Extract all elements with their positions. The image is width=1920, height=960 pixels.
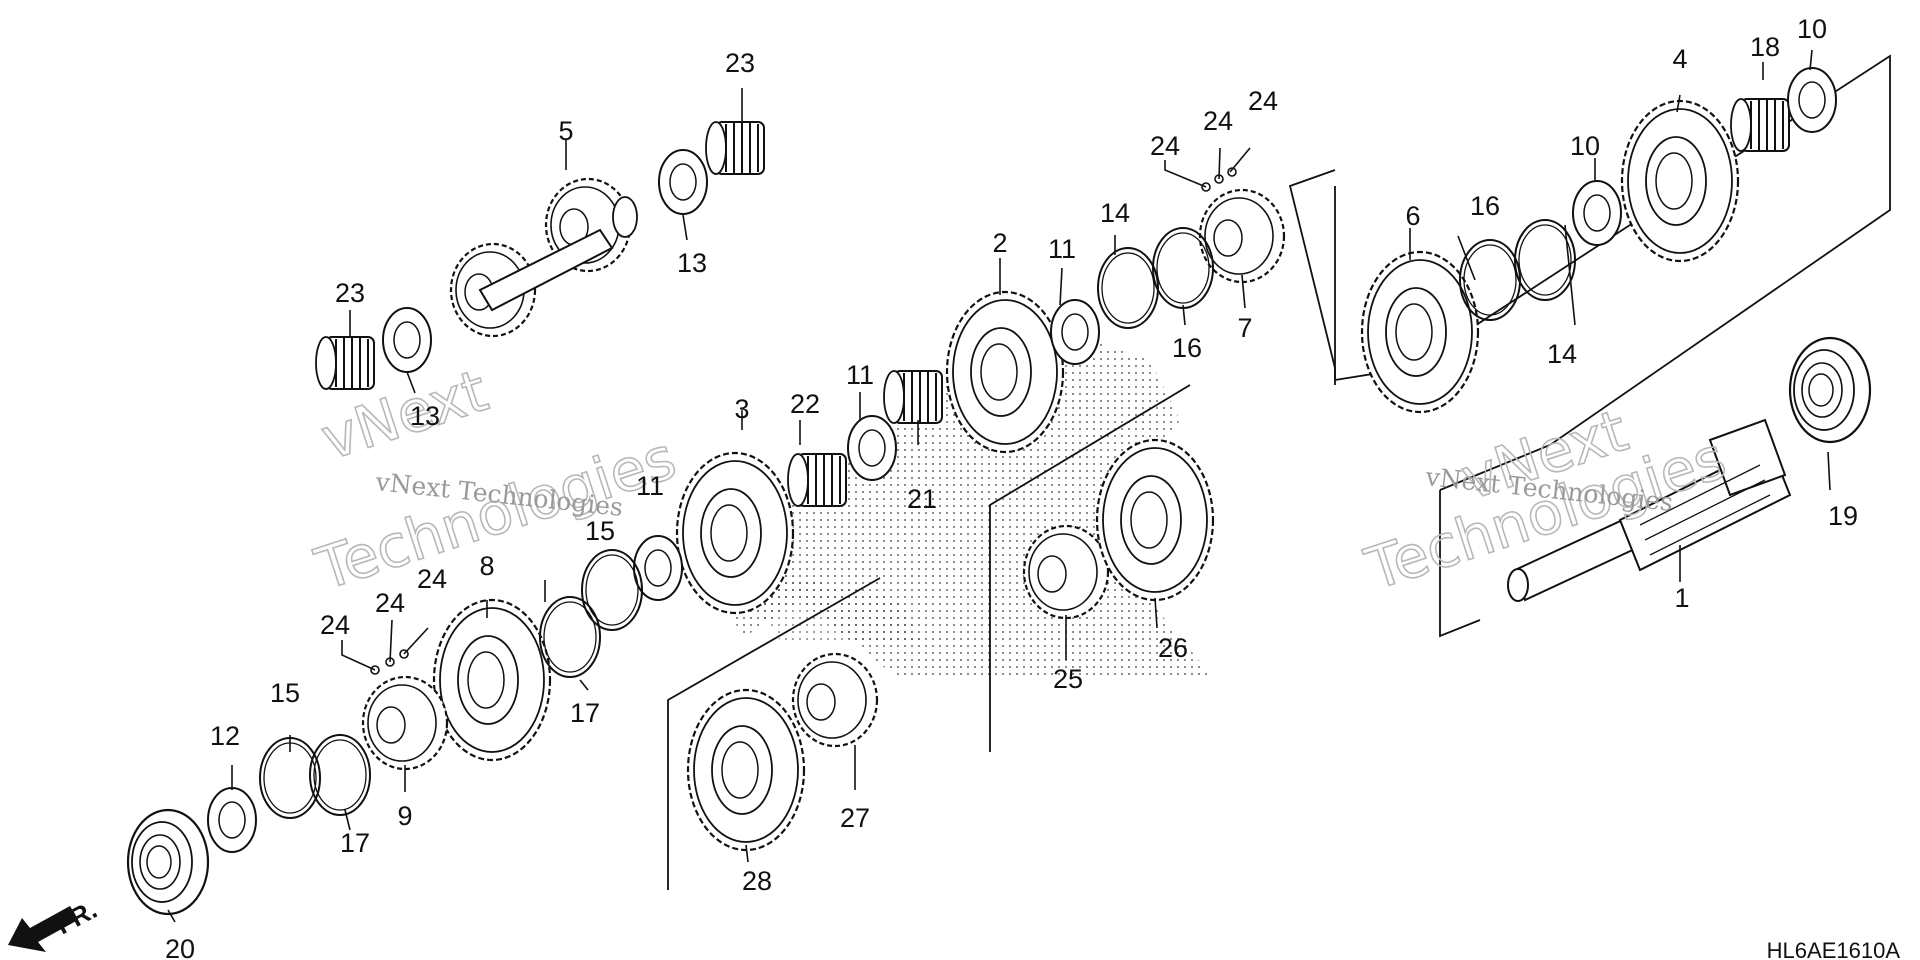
washer-10b xyxy=(1572,180,1622,246)
callout-4: 4 xyxy=(1672,44,1687,74)
callout-5: 5 xyxy=(558,116,573,146)
callout-1: 1 xyxy=(1674,583,1689,613)
callout-24f: 24 xyxy=(417,564,447,594)
gear-27 xyxy=(791,652,879,748)
washer-11a xyxy=(1050,299,1100,365)
ring-14a xyxy=(1097,247,1159,329)
callout-20: 20 xyxy=(165,934,195,960)
callout-11a: 11 xyxy=(1048,234,1076,264)
callout-14b: 14 xyxy=(1547,339,1577,369)
callout-7: 7 xyxy=(1237,313,1252,343)
callout-6: 6 xyxy=(1405,201,1420,231)
needle-23b xyxy=(315,336,375,390)
gear-26 xyxy=(1095,438,1215,602)
washer-12 xyxy=(207,787,257,853)
callout-9: 9 xyxy=(397,801,412,831)
gear-9 xyxy=(361,675,449,771)
needle-21 xyxy=(883,370,943,424)
callout-10a: 10 xyxy=(1797,14,1827,44)
callout-13a: 13 xyxy=(677,248,707,278)
callout-19: 19 xyxy=(1828,501,1858,531)
hub-4 xyxy=(1620,99,1740,263)
ring-16b xyxy=(1459,239,1521,321)
ring-17a xyxy=(539,596,601,678)
callout-15a: 15 xyxy=(585,516,615,546)
callout-24e: 24 xyxy=(375,588,405,618)
callout-27: 27 xyxy=(840,803,870,833)
callout-11c: 11 xyxy=(636,471,664,501)
callout-17a: 17 xyxy=(570,698,600,728)
needle-22 xyxy=(787,453,847,507)
callout-23b: 23 xyxy=(335,278,365,308)
callout-2: 2 xyxy=(992,228,1007,258)
hub-8 xyxy=(432,598,552,762)
callout-23a: 23 xyxy=(725,48,755,78)
washer-13a xyxy=(658,149,708,215)
gear-25 xyxy=(1022,524,1110,620)
callout-22: 22 xyxy=(790,389,820,419)
callout-10b: 10 xyxy=(1570,131,1600,161)
front-label: FR. xyxy=(51,894,102,940)
ring-15a xyxy=(581,549,643,631)
callout-8: 8 xyxy=(479,551,494,581)
leader-lines xyxy=(167,49,1831,923)
washer-13b xyxy=(382,307,432,373)
callout-24a: 24 xyxy=(1150,131,1180,161)
callout-26: 26 xyxy=(1158,633,1188,663)
needle-23a xyxy=(705,121,765,175)
balls-24 xyxy=(370,167,1237,675)
callout-21: 21 xyxy=(907,484,937,514)
callout-14a: 14 xyxy=(1100,198,1130,228)
callout-labels: 1 2 3 4 5 6 7 8 9 10 10 11 11 11 12 13 1… xyxy=(165,14,1858,960)
ring-16a xyxy=(1152,227,1214,309)
gear-3 xyxy=(675,451,795,615)
callout-28: 28 xyxy=(742,866,772,896)
needle-18 xyxy=(1730,98,1790,152)
diagram-code: HL6AE1610A xyxy=(1767,938,1901,960)
watermark-left: vNext Technologies vNext Technologies xyxy=(307,355,685,604)
callout-24c: 24 xyxy=(1248,86,1278,116)
gear-2 xyxy=(945,290,1065,454)
callout-24d: 24 xyxy=(320,610,350,640)
callout-16b: 16 xyxy=(1470,191,1500,221)
callout-24b: 24 xyxy=(1203,106,1233,136)
main-shaft xyxy=(1507,418,1792,602)
washer-11b xyxy=(847,415,897,481)
gear-28 xyxy=(686,688,806,852)
callout-25: 25 xyxy=(1053,664,1083,694)
callout-11b: 11 xyxy=(846,360,874,390)
front-arrow-icon: FR. xyxy=(8,894,102,952)
callout-13b: 13 xyxy=(410,401,440,431)
washer-10a xyxy=(1787,67,1837,133)
callout-17b: 17 xyxy=(340,828,370,858)
callout-18: 18 xyxy=(1750,32,1780,62)
bearing-19 xyxy=(1788,336,1872,444)
bearing-20 xyxy=(126,808,210,916)
gear-cluster-5 xyxy=(449,177,638,338)
callout-16a: 16 xyxy=(1172,333,1202,363)
callout-12: 12 xyxy=(210,721,240,751)
callout-15b: 15 xyxy=(270,678,300,708)
callout-3: 3 xyxy=(734,394,749,424)
